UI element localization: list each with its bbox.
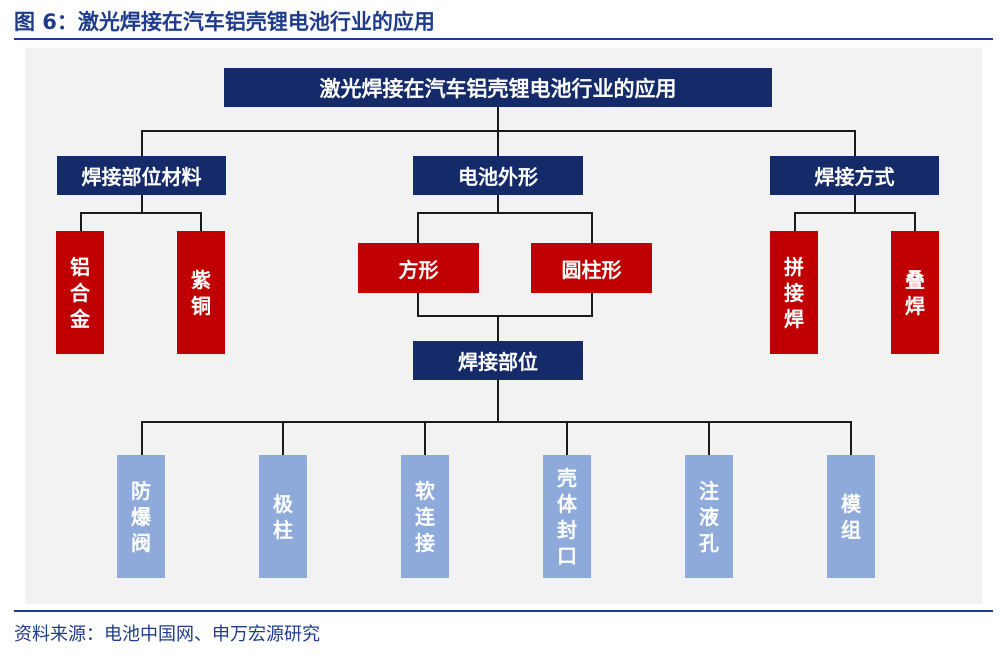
connector bbox=[80, 212, 202, 214]
connector bbox=[80, 212, 82, 232]
connector bbox=[417, 292, 419, 316]
connector bbox=[141, 195, 143, 213]
connector bbox=[141, 130, 143, 156]
connector bbox=[497, 315, 499, 341]
connector bbox=[497, 106, 499, 131]
connector bbox=[417, 212, 593, 214]
position-node: 防爆阀 bbox=[117, 455, 165, 578]
connector bbox=[794, 212, 916, 214]
position-node: 极柱 bbox=[259, 455, 307, 578]
connector bbox=[497, 130, 499, 156]
connector bbox=[854, 130, 856, 156]
connector bbox=[591, 292, 593, 316]
connector bbox=[424, 421, 426, 455]
category-shape: 电池外形 bbox=[413, 156, 583, 195]
position-node: 模组 bbox=[827, 455, 875, 578]
welding-position-node: 焊接部位 bbox=[413, 341, 583, 380]
source-note: 资料来源：电池中国网、申万宏源研究 bbox=[14, 624, 320, 645]
connector bbox=[794, 212, 796, 232]
shape-node: 圆柱形 bbox=[531, 243, 652, 293]
root-node: 激光焊接在汽车铝壳锂电池行业的应用 bbox=[224, 68, 772, 107]
category-method: 焊接方式 bbox=[770, 156, 939, 195]
method-node: 叠焊 bbox=[891, 231, 939, 354]
category-material: 焊接部位材料 bbox=[57, 156, 226, 195]
connector bbox=[497, 380, 499, 422]
title-rule bbox=[14, 38, 993, 40]
material-node: 铝合金 bbox=[56, 231, 104, 354]
position-node: 软连接 bbox=[401, 455, 449, 578]
connector bbox=[141, 421, 852, 423]
connector bbox=[497, 195, 499, 213]
position-node: 注液孔 bbox=[685, 455, 733, 578]
connector bbox=[282, 421, 284, 455]
connector bbox=[417, 212, 419, 243]
connector bbox=[708, 421, 710, 455]
material-node: 紫铜 bbox=[177, 231, 225, 354]
method-node: 拼接焊 bbox=[770, 231, 818, 354]
connector bbox=[566, 421, 568, 455]
connector bbox=[591, 212, 593, 243]
position-node: 壳体封口 bbox=[543, 455, 591, 578]
connector bbox=[200, 212, 202, 232]
connector bbox=[417, 315, 593, 317]
shape-node: 方形 bbox=[358, 243, 479, 293]
connector bbox=[850, 421, 852, 455]
connector bbox=[914, 212, 916, 232]
connector bbox=[854, 195, 856, 213]
connector bbox=[141, 421, 143, 455]
footer-rule bbox=[14, 610, 993, 612]
figure-title: 图 6：激光焊接在汽车铝壳锂电池行业的应用 bbox=[14, 10, 435, 34]
